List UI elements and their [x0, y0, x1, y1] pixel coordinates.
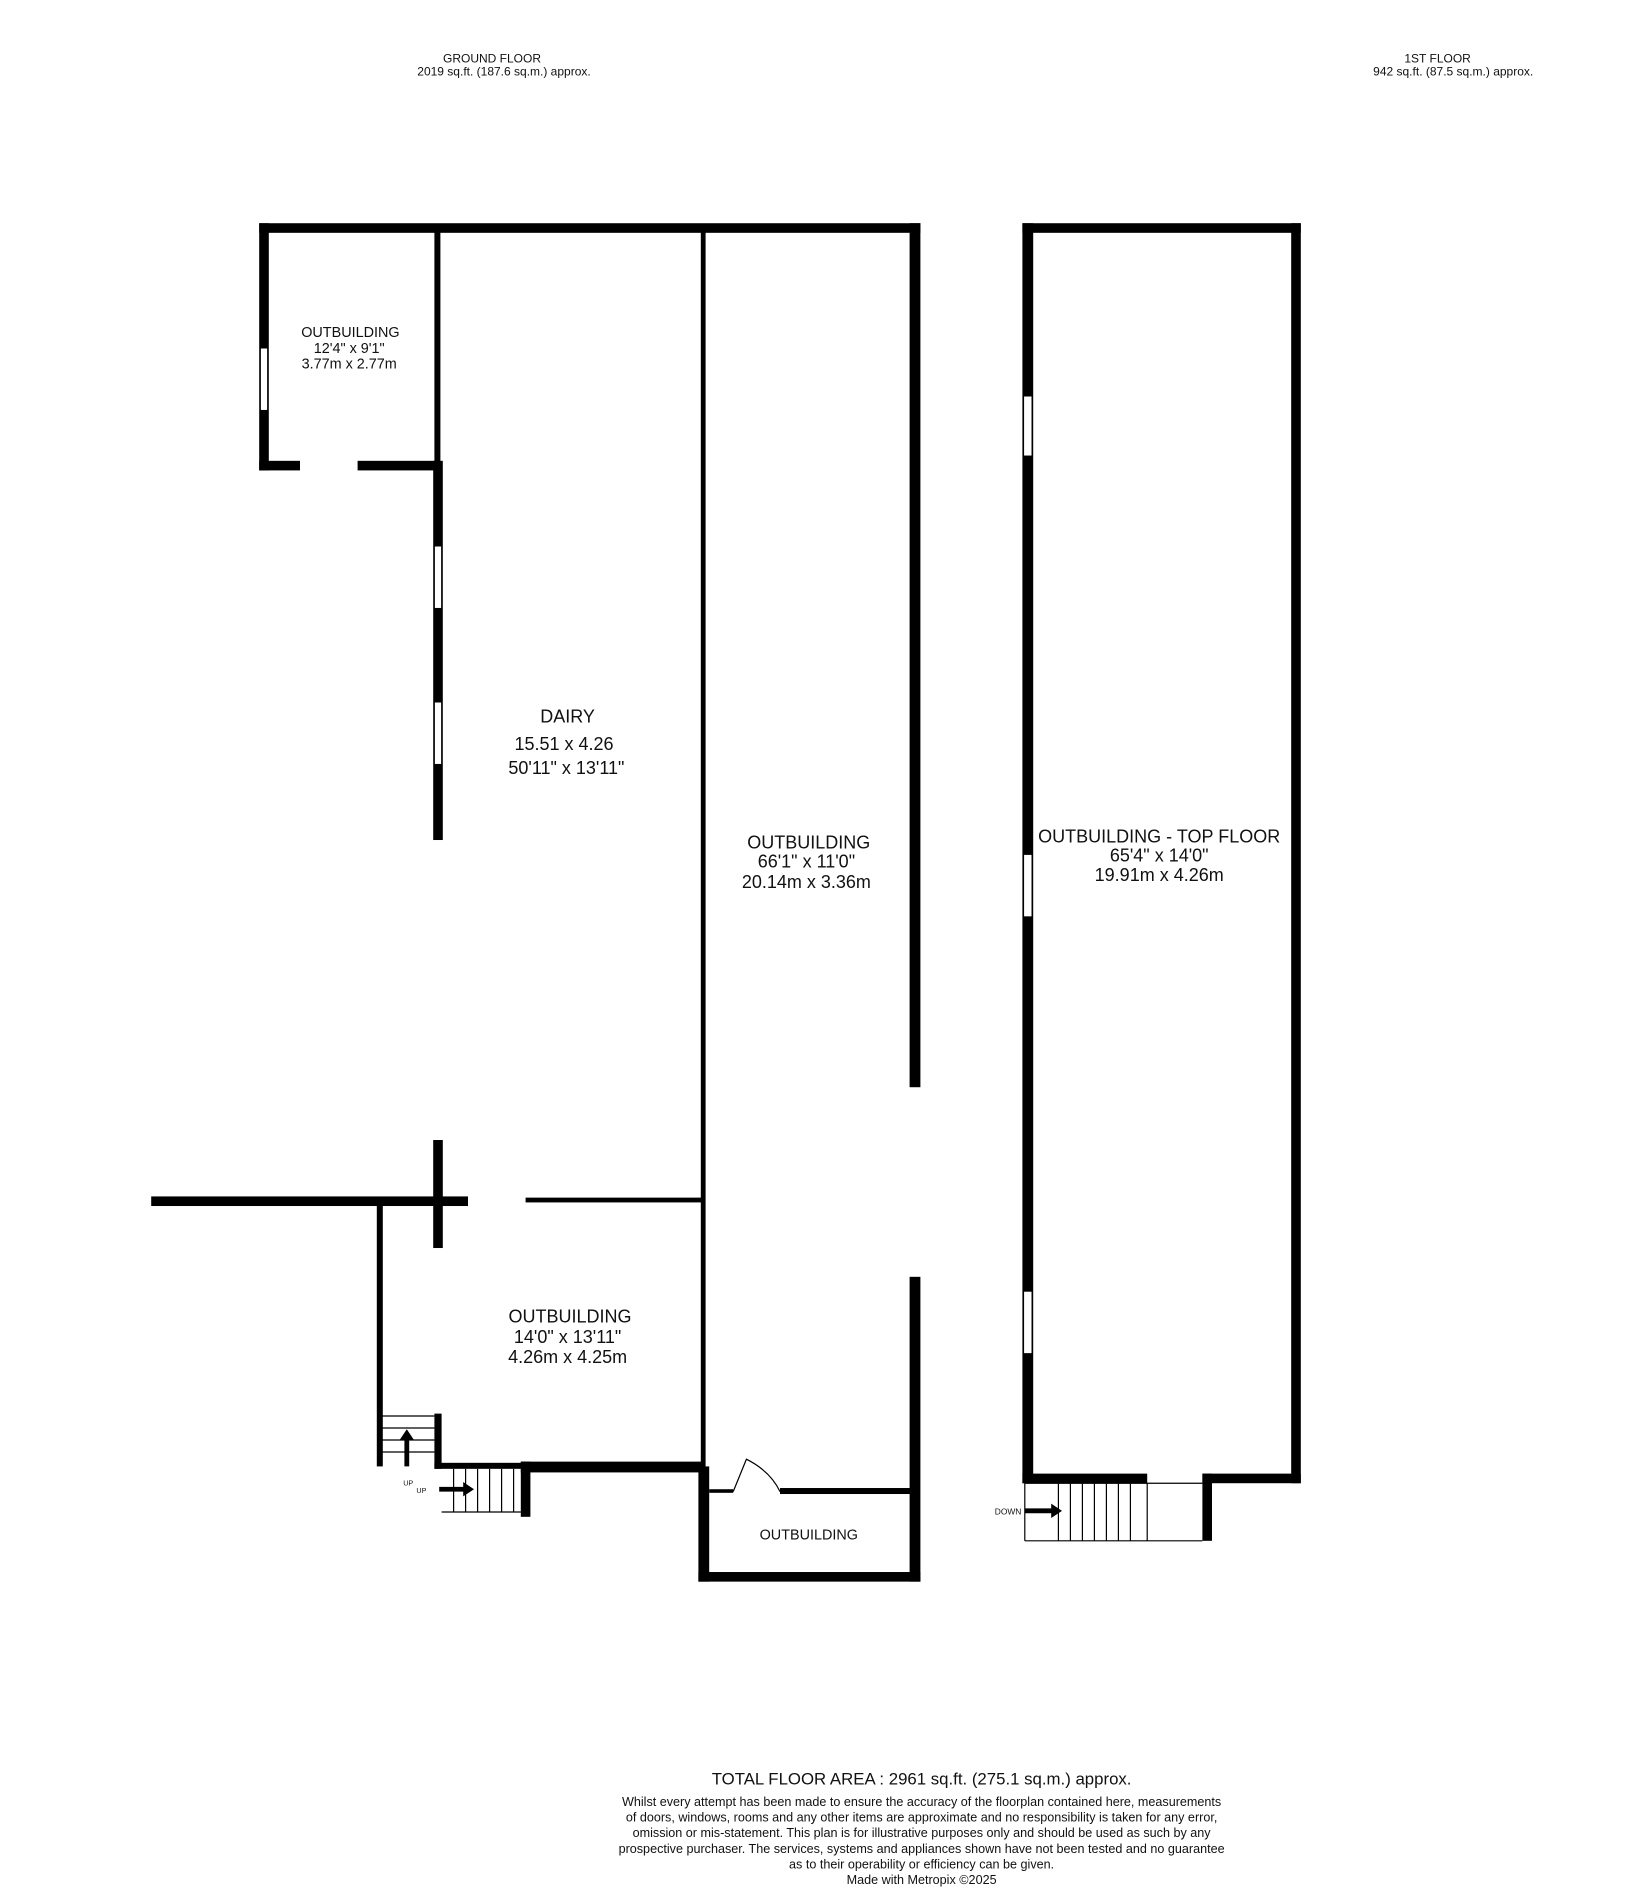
stairs-ground: UP UP: [381, 1415, 521, 1513]
svg-text:4.26m x 4.25m: 4.26m x 4.25m: [508, 1347, 627, 1367]
room-outbuilding-long: OUTBUILDING 66'1" x 11'0" 20.14m x 3.36m: [742, 832, 871, 892]
window: [433, 545, 443, 609]
disclaimer-line: omission or mis-statement. This plan is …: [633, 1826, 1212, 1840]
room-dairy: DAIRY 15.51 x 4.26 50'11" x 13'11": [508, 706, 624, 778]
stairs-first: DOWN: [995, 1482, 1203, 1542]
total-floor-area: TOTAL FLOOR AREA : 2961 sq.ft. (275.1 sq…: [712, 1769, 1132, 1788]
svg-text:OUTBUILDING - TOP FLOOR: OUTBUILDING - TOP FLOOR: [1038, 826, 1280, 846]
svg-text:14'0" x 13'11": 14'0" x 13'11": [514, 1327, 621, 1347]
room-outbuilding-store: OUTBUILDING: [760, 1528, 858, 1544]
first-floor-title: 1ST FLOOR: [1404, 51, 1471, 65]
room-outbuilding-small: OUTBUILDING 12'4" x 9'1" 3.77m x 2.77m: [301, 325, 399, 372]
svg-text:50'11" x 13'11": 50'11" x 13'11": [508, 758, 624, 778]
svg-text:15.51 x 4.26: 15.51 x 4.26: [514, 734, 613, 754]
stairs-label: DOWN: [995, 1506, 1022, 1516]
arrow-up-icon: [399, 1429, 414, 1467]
arrow-right-icon: [1024, 1503, 1062, 1519]
svg-text:19.91m x 4.26m: 19.91m x 4.26m: [1095, 865, 1224, 885]
window: [433, 701, 443, 765]
first-floor-walls: [1022, 223, 1301, 1541]
svg-text:DAIRY: DAIRY: [540, 706, 595, 726]
footer: TOTAL FLOOR AREA : 2961 sq.ft. (275.1 sq…: [619, 1769, 1225, 1887]
first-floor-area: 942 sq.ft. (87.5 sq.m.) approx.: [1373, 65, 1533, 79]
svg-text:OUTBUILDING: OUTBUILDING: [301, 325, 399, 341]
arrow-right-icon: [439, 1482, 474, 1497]
svg-text:OUTBUILDING: OUTBUILDING: [747, 832, 870, 852]
disclaimer-line: Whilst every attempt has been made to en…: [622, 1795, 1221, 1809]
ground-floor-header: GROUND FLOOR 2019 sq.ft. (187.6 sq.m.) a…: [417, 51, 590, 78]
svg-text:20.14m x 3.36m: 20.14m x 3.36m: [742, 872, 871, 892]
disclaimer-line: as to their operability or efficiency ca…: [789, 1857, 1054, 1871]
window: [1023, 395, 1033, 457]
stairs-label: UP: [403, 1479, 413, 1488]
disclaimer-line: of doors, windows, rooms and any other i…: [626, 1811, 1218, 1825]
ground-floor-title: GROUND FLOOR: [443, 51, 541, 65]
svg-text:3.77m x 2.77m: 3.77m x 2.77m: [302, 356, 397, 372]
svg-text:12'4" x 9'1": 12'4" x 9'1": [314, 341, 385, 357]
svg-text:65'4" x 14'0": 65'4" x 14'0": [1110, 846, 1209, 866]
door-swing: [732, 1458, 781, 1492]
svg-text:66'1" x 11'0": 66'1" x 11'0": [758, 852, 855, 872]
room-outbuilding-top-floor: OUTBUILDING - TOP FLOOR 65'4" x 14'0" 19…: [1038, 826, 1280, 884]
room-outbuilding-lower: OUTBUILDING 14'0" x 13'11" 4.26m x 4.25m: [508, 1306, 631, 1367]
window: [259, 347, 269, 411]
credit: Made with Metropix ©2025: [847, 1873, 997, 1887]
disclaimer-line: prospective purchaser. The services, sys…: [619, 1842, 1225, 1856]
svg-text:OUTBUILDING: OUTBUILDING: [508, 1306, 631, 1326]
ground-floor-walls: [151, 223, 921, 1582]
stairs-label: UP: [416, 1486, 426, 1495]
ground-floor-area: 2019 sq.ft. (187.6 sq.m.) approx.: [417, 65, 590, 79]
window: [1023, 853, 1033, 918]
window: [1023, 1290, 1033, 1355]
first-floor-header: 1ST FLOOR 942 sq.ft. (87.5 sq.m.) approx…: [1373, 51, 1533, 78]
